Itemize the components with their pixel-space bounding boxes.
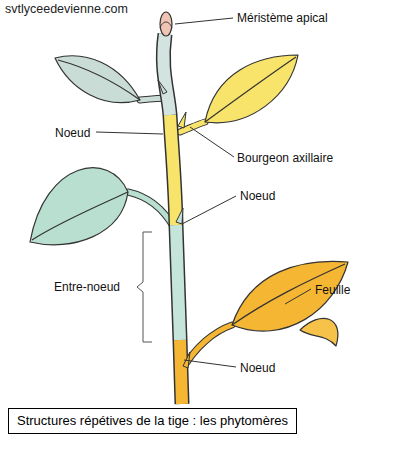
leader-line xyxy=(175,18,233,24)
leader-line xyxy=(285,289,311,304)
leader-lines xyxy=(96,18,311,367)
leader-line xyxy=(190,127,234,157)
leaf-midrib xyxy=(58,60,140,100)
internode-bracket xyxy=(137,232,152,342)
part-label: Feuille xyxy=(315,283,350,297)
leaf-midrib xyxy=(205,57,296,122)
leaf xyxy=(205,55,298,123)
apical-meristem xyxy=(160,12,172,36)
petioles xyxy=(128,98,232,372)
leaf-midrib xyxy=(32,192,128,240)
axillary-bud xyxy=(178,112,186,128)
stem-segment xyxy=(163,34,170,115)
bud-scale xyxy=(160,22,172,28)
part-label: Noeud xyxy=(240,189,275,203)
part-label: Entre-noeud xyxy=(54,280,120,294)
caption-box: Structures répétives de la tige : les ph… xyxy=(8,408,297,434)
leader-line xyxy=(182,196,236,224)
part-label: Méristème apical xyxy=(237,11,328,25)
axillary-bud xyxy=(158,80,167,94)
axillary-bud xyxy=(176,208,183,224)
stem xyxy=(163,34,182,404)
petiole xyxy=(128,192,174,228)
curled-leaf-edge xyxy=(300,318,338,346)
leader-line xyxy=(184,360,236,367)
stem-outline xyxy=(163,34,182,404)
part-label: Bourgeon axillaire xyxy=(237,151,333,165)
watermark: svtlyceedevienne.com xyxy=(5,2,128,16)
leaves xyxy=(30,55,348,346)
leader-line xyxy=(96,132,163,134)
stem-segment xyxy=(180,340,182,404)
stem-segment xyxy=(176,225,180,340)
leaf xyxy=(30,168,128,245)
petiole xyxy=(128,192,174,228)
part-label: Noeud xyxy=(240,361,275,375)
part-label: Noeud xyxy=(55,126,90,140)
axillary-buds xyxy=(158,80,190,368)
stem-segment xyxy=(170,115,176,225)
leaf xyxy=(55,56,140,103)
